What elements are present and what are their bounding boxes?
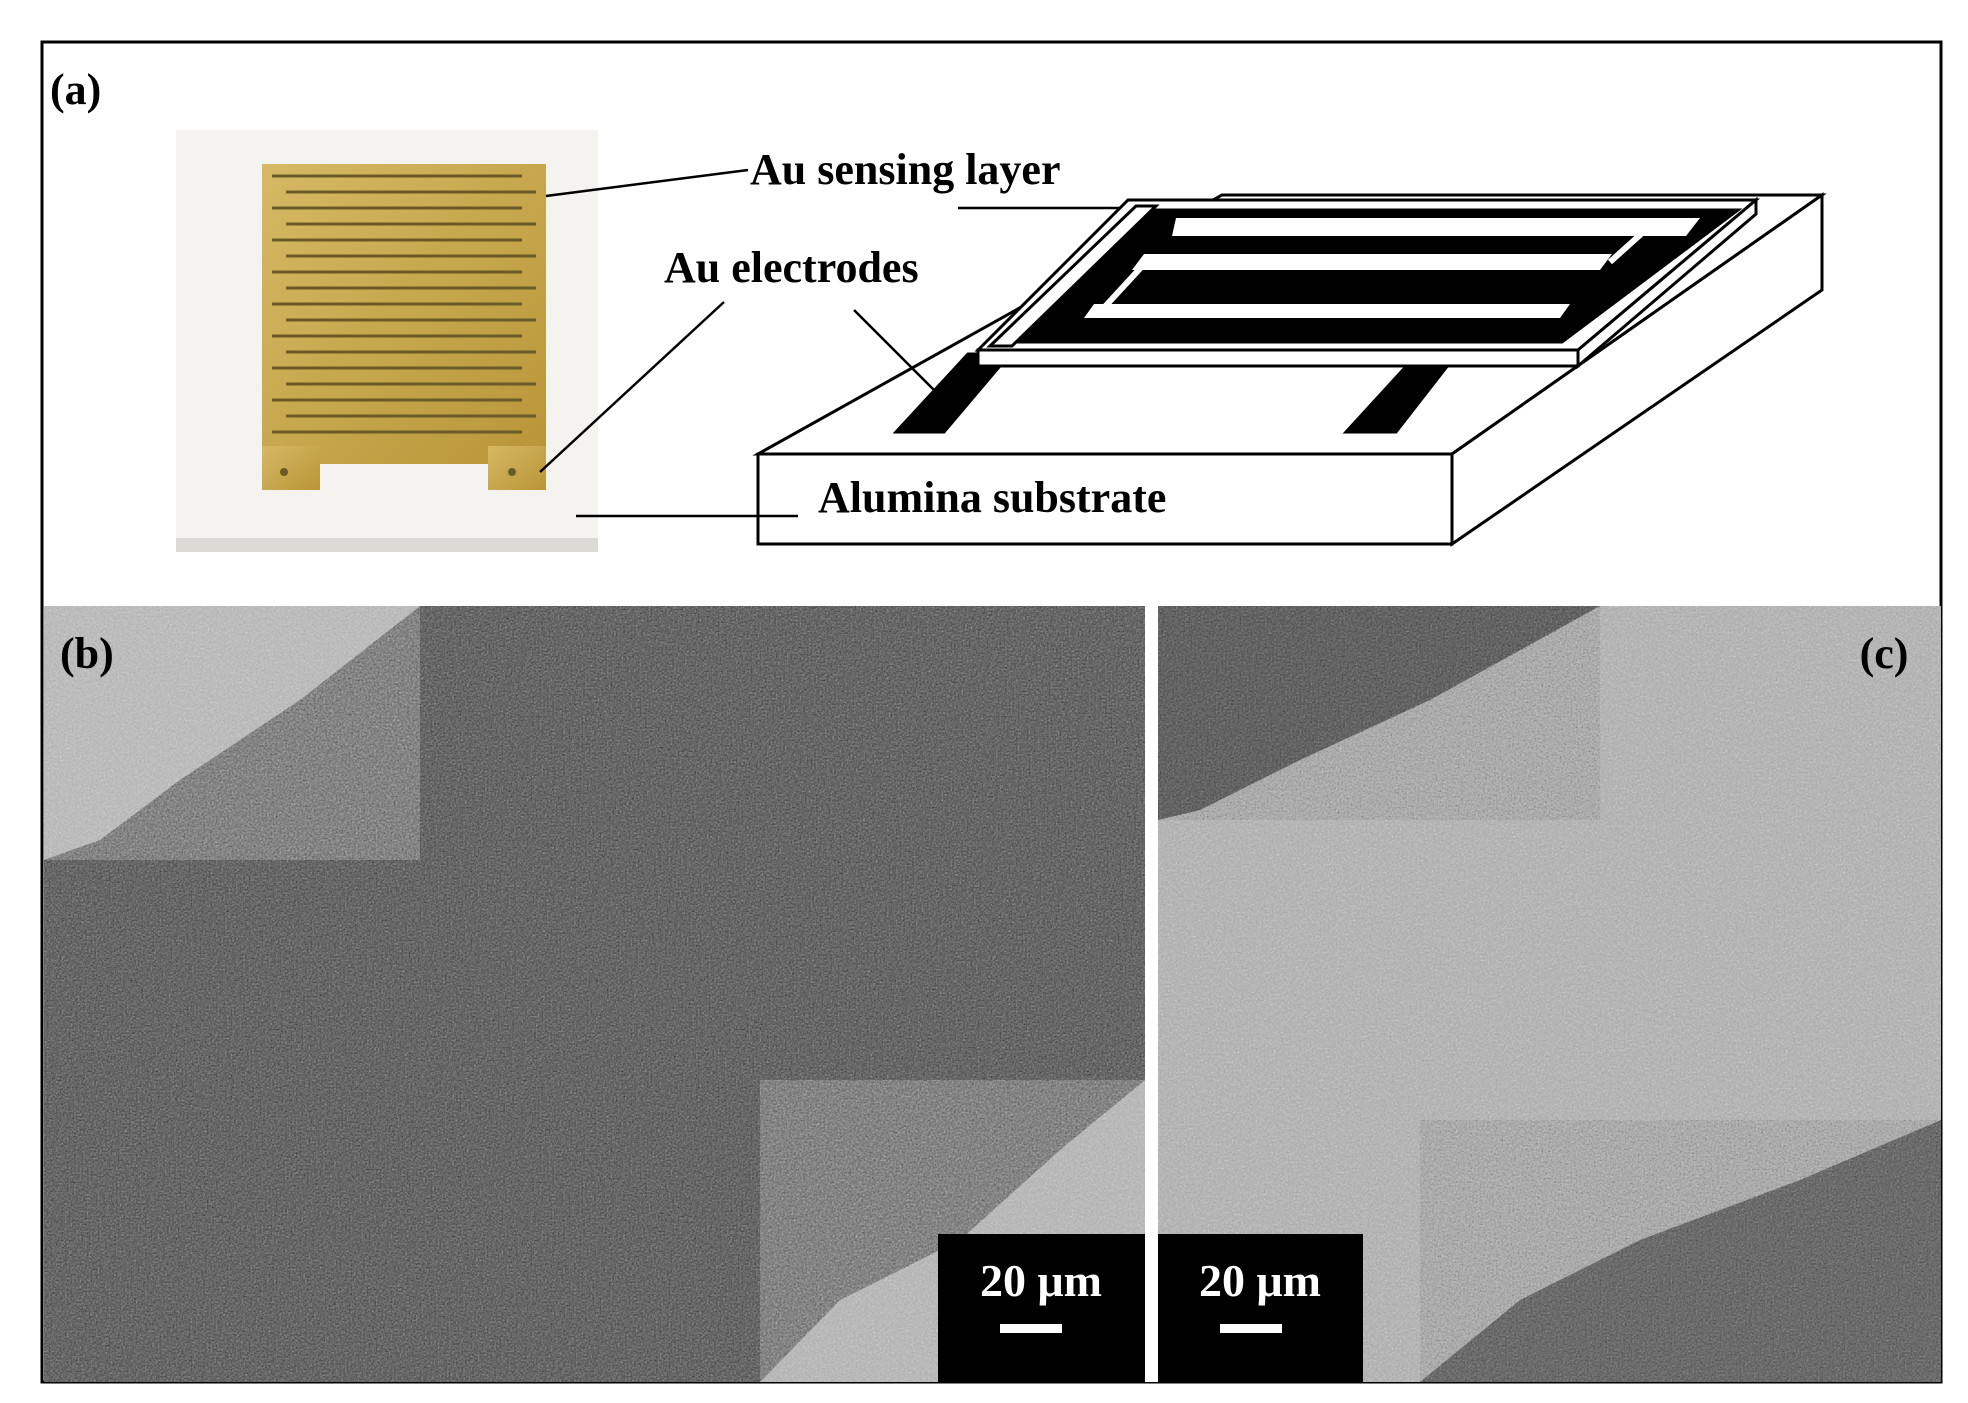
scale-bar-b-box — [938, 1234, 1145, 1382]
right-electrode-pad — [488, 446, 546, 490]
sensor-photo — [176, 130, 598, 552]
scale-bar-b-line — [1000, 1324, 1062, 1333]
panel-c — [1158, 606, 1941, 1382]
leader-electrodes-photo — [539, 301, 725, 473]
panel-a: (a) — [50, 65, 1827, 552]
interdigitated-fingers — [272, 174, 536, 434]
scale-bar-c-line — [1220, 1324, 1282, 1333]
left-pad-contact — [280, 468, 288, 476]
label-au-electrodes: Au electrodes — [664, 243, 919, 292]
sensing-layer-front — [976, 348, 1580, 368]
substrate-right-face — [1450, 192, 1824, 547]
scale-bar-b-label: 20 μm — [980, 1255, 1102, 1306]
panel-c-label: (c) — [1860, 629, 1909, 678]
chip-edge — [176, 538, 598, 552]
label-au-sensing-layer: Au sensing layer — [750, 145, 1060, 194]
sensor-schematic — [752, 192, 1827, 547]
electrode-finger-a — [1196, 223, 1658, 265]
left-electrode-pad — [262, 446, 320, 490]
right-pad-contact — [508, 468, 516, 476]
leader-electrodes-schematic — [853, 309, 941, 397]
leader-lines — [539, 168, 1120, 518]
sem-c-dark-top-texture — [1158, 606, 1600, 820]
gold-sensing-area — [262, 164, 546, 464]
scale-bar-c-label: 20 μm — [1199, 1255, 1321, 1306]
sem-c-dark-bottom-texture — [1420, 1120, 1941, 1382]
scale-bar-c-box — [1158, 1234, 1363, 1382]
panel-a-label: (a) — [50, 65, 101, 114]
label-alumina-substrate: Alumina substrate — [818, 473, 1166, 522]
leader-sensing-layer-photo — [545, 168, 749, 198]
sem-b-light-corner-texture — [44, 606, 420, 860]
sensing-layer-side — [1576, 196, 1758, 370]
scale-bar-b: 20 μm — [938, 1234, 1145, 1382]
panel-divider — [1145, 606, 1158, 1382]
left-electrode-bar — [986, 204, 1160, 348]
scale-bar-c: 20 μm — [1158, 1234, 1363, 1382]
panel-b-label: (b) — [60, 629, 114, 678]
electrode-finger-b — [1093, 259, 1540, 315]
electrode-gap-3 — [1132, 254, 1612, 270]
